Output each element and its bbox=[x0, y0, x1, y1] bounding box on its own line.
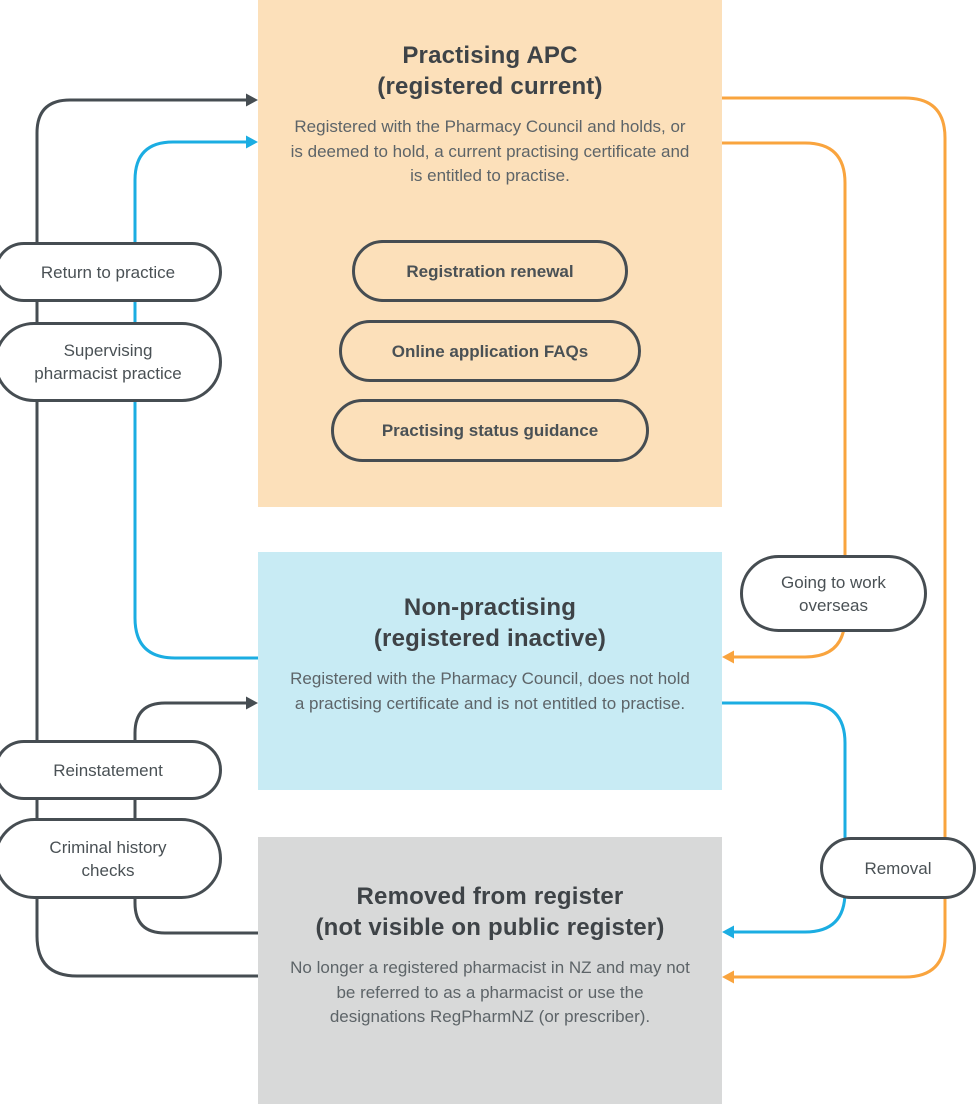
reinstatement-pill[interactable]: Reinstatement bbox=[0, 740, 222, 800]
removed-from-register-box: Removed from register (not visible on pu… bbox=[258, 837, 722, 1104]
reinstatement-label: Reinstatement bbox=[53, 760, 163, 780]
practising-apc-title-line1: Practising APC bbox=[402, 42, 578, 69]
criminal-history-checks-pill[interactable]: Criminal history checks bbox=[0, 818, 222, 899]
non-practising-title-line2: (registered inactive) bbox=[373, 625, 607, 652]
removal-pill[interactable]: Removal bbox=[820, 837, 976, 899]
connector-practising-to-removed bbox=[722, 96, 947, 979]
non-practising-title: Non-practising (registered inactive) bbox=[258, 592, 722, 654]
connector-practising-to-nonpractising bbox=[722, 141, 847, 659]
arrowhead-practising-to-nonpractising bbox=[722, 650, 734, 664]
registration-renewal-link[interactable]: Registration renewal bbox=[352, 240, 628, 302]
going-to-work-overseas-pill[interactable]: Going to work overseas bbox=[740, 555, 927, 632]
arrowhead-nonpractising-to-practising bbox=[246, 135, 258, 149]
arrowhead-practising-to-removed bbox=[722, 970, 734, 984]
practising-status-guidance-label: Practising status guidance bbox=[381, 421, 599, 440]
supervising-pharmacist-practice-pill[interactable]: Supervising pharmacist practice bbox=[0, 322, 222, 402]
removed-title: Removed from register (not visible on pu… bbox=[258, 881, 722, 943]
criminal-history-label-line2: checks bbox=[81, 860, 135, 880]
online-application-faqs-link[interactable]: Online application FAQs bbox=[339, 320, 641, 382]
return-to-practice-pill[interactable]: Return to practice bbox=[0, 242, 222, 302]
removed-description: No longer a registered pharmacist in NZ … bbox=[290, 958, 690, 1026]
non-practising-description: Registered with the Pharmacy Council, do… bbox=[290, 669, 690, 713]
supervising-label-line2: pharmacist practice bbox=[34, 364, 182, 383]
practising-apc-title: Practising APC (registered current) bbox=[258, 40, 722, 102]
return-to-practice-label: Return to practice bbox=[40, 262, 176, 282]
overseas-label-line1: Going to work bbox=[781, 572, 886, 592]
arrowhead-nonpractising-to-removed bbox=[722, 925, 734, 939]
practising-status-guidance-link[interactable]: Practising status guidance bbox=[331, 399, 649, 462]
connector-removed-to-practising bbox=[35, 98, 258, 978]
arrowhead-removed-to-nonpractising bbox=[246, 696, 258, 710]
online-application-faqs-label: Online application FAQs bbox=[391, 341, 589, 361]
non-practising-title-line1: Non-practising bbox=[403, 594, 577, 621]
overseas-label-line2: overseas bbox=[799, 595, 868, 615]
arrowhead-removed-to-practising bbox=[246, 93, 258, 107]
criminal-history-label-line1: Criminal history bbox=[49, 837, 167, 857]
removed-title-line2: (not visible on public register) bbox=[315, 914, 665, 941]
connector-nonpractising-to-removed bbox=[722, 701, 847, 934]
removal-label: Removal bbox=[864, 858, 932, 878]
registration-renewal-label: Registration renewal bbox=[406, 261, 574, 281]
practising-apc-description: Registered with the Pharmacy Council and… bbox=[290, 117, 690, 185]
removed-title-line1: Removed from register bbox=[356, 883, 624, 910]
practising-apc-title-line2: (registered current) bbox=[377, 73, 603, 100]
practising-apc-box: Practising APC (registered current) Regi… bbox=[258, 0, 722, 507]
supervising-label-line1: Supervising bbox=[63, 341, 153, 360]
non-practising-box: Non-practising (registered inactive) Reg… bbox=[258, 552, 722, 790]
